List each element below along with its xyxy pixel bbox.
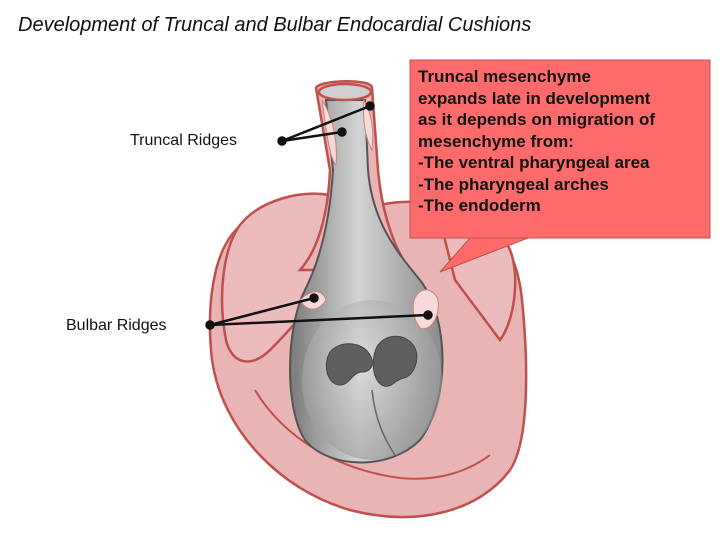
callout-line: -The ventral pharyngeal area: [418, 153, 650, 172]
bulbar-leader-left: [209, 296, 315, 327]
slide-title: Development of Truncal and Bulbar Endoca…: [18, 14, 532, 36]
bulbar-label-dot: [205, 320, 215, 330]
truncal-ridges-label: Truncal Ridges: [130, 132, 238, 149]
callout-line: -The endoderm: [418, 196, 541, 215]
truncal-ridge-left: [321, 99, 337, 167]
callout-line: Truncal mesenchyme: [418, 67, 591, 86]
cushion-left: [325, 343, 373, 386]
bulbar-ridge-dot-right: [423, 310, 433, 320]
callout-line: expands late in development: [418, 88, 651, 108]
callout-line: as it depends on migration of: [418, 110, 656, 129]
callout-text: Truncal mesenchyme expands late in devel…: [418, 66, 710, 217]
bulbar-leader-right: [209, 313, 429, 327]
bulbar-ridges-label: Bulbar Ridges: [66, 317, 167, 334]
ridges: [299, 98, 439, 330]
callout: [409, 59, 711, 273]
callout-box: [409, 59, 711, 239]
cushion-right: [372, 335, 418, 387]
truncal-leader-lower: [281, 130, 343, 143]
truncal-ridge-right: [363, 98, 374, 152]
ventricle-fold: [254, 389, 491, 480]
truncus-opening: [317, 82, 373, 102]
callout-line: -The pharyngeal arches: [418, 174, 609, 194]
truncal-leader-upper: [281, 104, 371, 143]
bulbar-ridge-dot-left: [309, 293, 319, 303]
truncal-ridge-dot-lower: [337, 127, 347, 137]
truncal-ridge-dot-upper: [365, 101, 375, 111]
leader-lines: [205, 101, 433, 330]
callout-line: mesenchyme from:: [418, 131, 574, 151]
cushion-shapes: [325, 335, 418, 387]
truncal-label-dot: [277, 136, 287, 146]
inner-fold: [371, 389, 396, 456]
